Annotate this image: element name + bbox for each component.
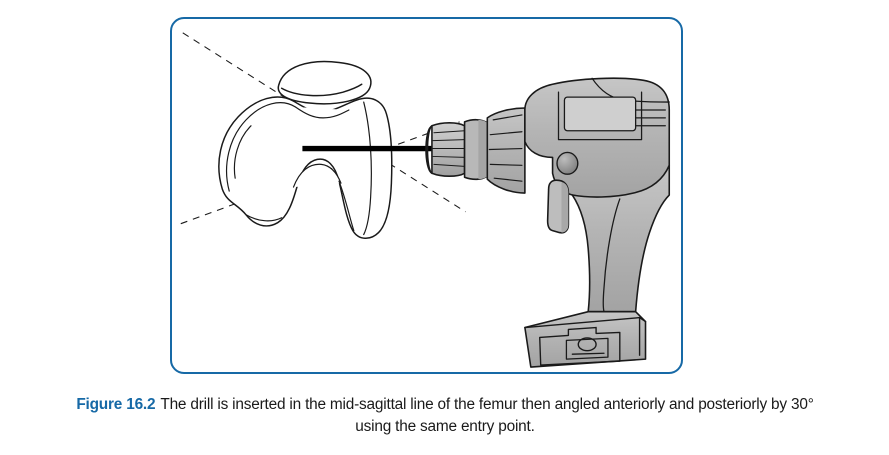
posterior-guide-line [180,121,460,225]
gearbox-ribs [488,114,523,182]
battery-latch-line [571,352,605,355]
nameplate-panel [563,96,637,132]
patella-outline [277,60,372,105]
femur-illustration [218,60,393,240]
direction-button[interactable] [556,151,579,175]
battery-latch-inner [565,337,609,360]
cordless-drill [425,77,671,368]
patella-ridge [280,83,363,97]
figure-caption-text: The drill is inserted in the mid-sagitta… [160,396,814,436]
handle-grip[interactable] [571,164,671,313]
medial-condyle-inferior [245,214,283,222]
trigger-shadow [561,182,569,233]
gearbox-body [486,107,526,194]
nameplate-surround [557,91,643,141]
motor-housing [486,107,526,194]
trochlear-groove-line [294,106,350,119]
lateral-condyle-contour [363,101,372,236]
chuck-ribs [431,130,466,167]
figure-frame [170,17,683,374]
collar-shadow [478,119,488,180]
medial-cortex-streak [233,125,252,179]
intercondylar-notch-line [292,163,342,188]
battery-latch-circle[interactable] [577,337,597,352]
figure-number-label: Figure 16.2 [76,396,156,413]
chuck-front-cap [425,124,433,175]
illustration-canvas [180,32,671,368]
femur-anterior-line [226,102,297,192]
drill-collar [463,118,489,181]
grip-seam [602,198,621,313]
battery-latch-outer [539,326,621,366]
drill-chuck [425,122,466,178]
condyle-separation-line [338,180,355,232]
vent-lines [634,109,666,127]
drill-body [524,77,671,200]
